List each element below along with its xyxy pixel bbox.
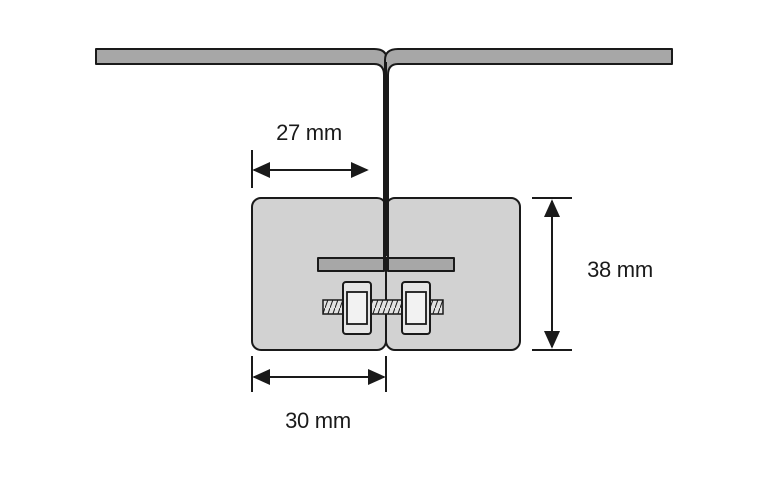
seam-height-dimension: 27 mm [251,120,369,188]
left-nut [342,281,372,335]
seam-height-label: 27 mm [276,120,342,145]
bolt-head [401,281,431,335]
clamp-width-dimension: 30 mm [251,356,387,433]
left-roof-sheet [95,48,388,272]
right-roof-sheet [384,48,673,272]
clamp-width-label: 30 mm [285,408,351,433]
block-height-label: 38 mm [587,257,653,282]
block-height-dimension: 38 mm [532,197,653,351]
